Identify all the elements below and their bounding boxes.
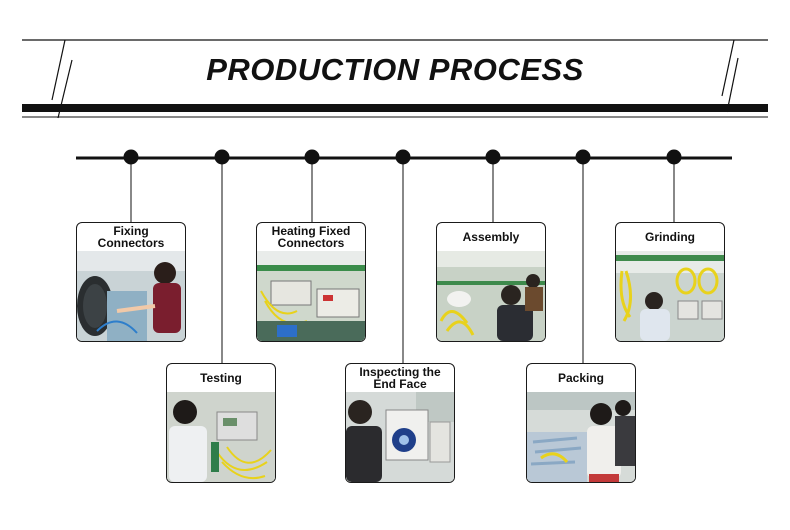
- title-banner: [22, 39, 768, 119]
- step-card-assembly: Assembly: [436, 222, 546, 342]
- inspection-microscope-photo: [346, 392, 454, 482]
- worker-fixing-connectors-photo: [77, 251, 185, 341]
- step-card-grinding: Grinding: [615, 222, 725, 342]
- page-title: PRODUCTION PROCESS: [206, 52, 584, 87]
- step-card-inspecting-end-face: Inspecting the End Face: [345, 363, 455, 483]
- grinding-machines-photo: [616, 251, 724, 341]
- step-card-fixing-connectors: Fixing Connectors: [76, 222, 186, 342]
- step-dot-3: [304, 149, 320, 165]
- assembly-line-photo: [437, 251, 545, 341]
- step-card-testing: Testing: [166, 363, 276, 483]
- step-card-packing: Packing: [526, 363, 636, 483]
- step-label: Heating Fixed Connectors: [271, 224, 351, 250]
- heating-ovens-photo: [257, 251, 365, 341]
- step-label: Fixing Connectors: [97, 224, 165, 250]
- step-dot-7: [666, 149, 682, 165]
- worker-testing-photo: [167, 392, 275, 482]
- step-dot-2: [214, 149, 230, 165]
- step-label: Packing: [557, 371, 605, 385]
- step-card-heating-fixed-connectors: Heating Fixed Connectors: [256, 222, 366, 342]
- step-label: Assembly: [462, 230, 520, 244]
- worker-packing-photo: [527, 392, 635, 482]
- step-label: Testing: [200, 371, 242, 385]
- step-dot-1: [123, 149, 139, 165]
- step-dot-6: [575, 149, 591, 165]
- step-dot-5: [485, 149, 501, 165]
- step-label: Grinding: [645, 230, 695, 244]
- step-label: Inspecting the End Face: [359, 365, 441, 391]
- step-dot-4: [395, 149, 411, 165]
